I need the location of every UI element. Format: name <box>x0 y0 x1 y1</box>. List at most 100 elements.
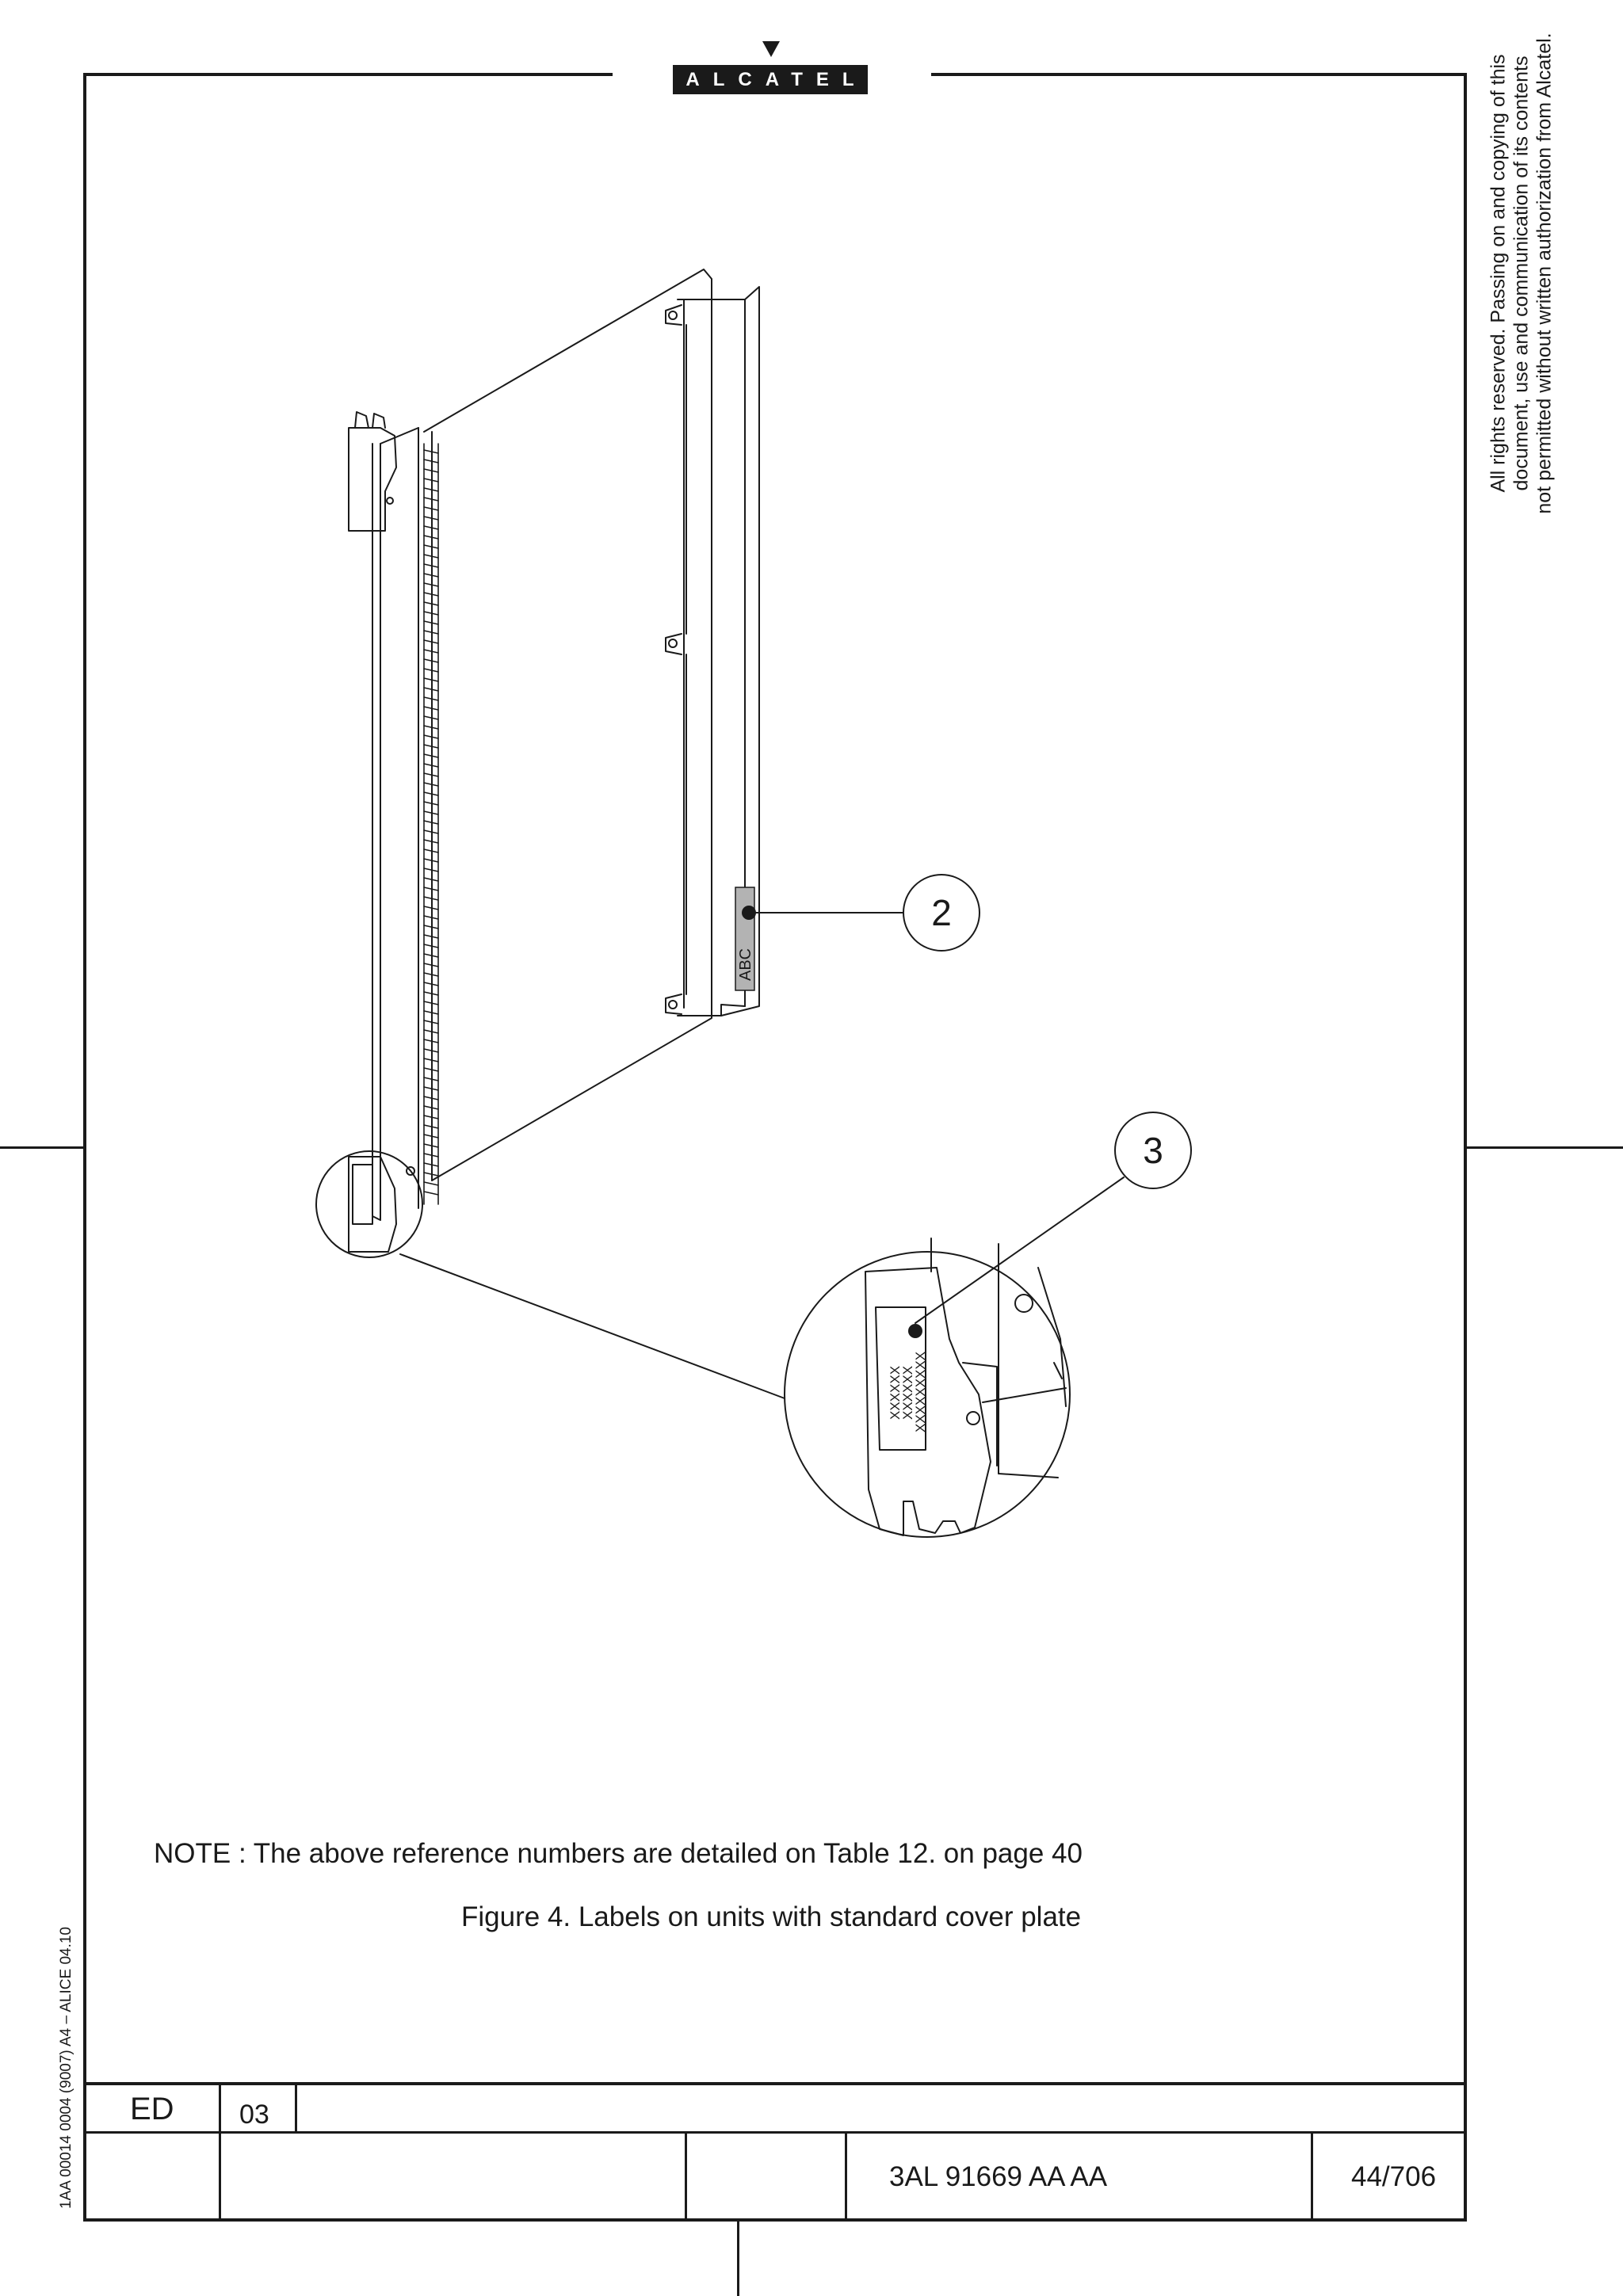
edition-value: 03 <box>239 2100 269 2130</box>
connector-rung <box>423 906 439 910</box>
connector-rung <box>423 782 439 787</box>
frame-left <box>83 73 86 2222</box>
zoom-source-circle <box>315 1150 423 1258</box>
footer-col-ed-value <box>295 2082 297 2131</box>
connector-rung <box>423 478 439 482</box>
fold-mark-right <box>1467 1146 1623 1149</box>
front-panel <box>372 443 381 1221</box>
connector-rung <box>423 582 439 587</box>
connector-rung <box>423 944 439 948</box>
connector-rung <box>423 630 439 635</box>
connector-rung <box>423 1105 439 1110</box>
detail-latch <box>865 1267 991 1536</box>
connector-rung <box>423 1039 439 1043</box>
connector-rung <box>423 601 439 606</box>
footer-col-3 <box>845 2131 847 2218</box>
footer-col-2 <box>685 2131 687 2218</box>
footer-col-4 <box>1311 2131 1313 2218</box>
connector-rung <box>423 1153 439 1158</box>
callout-2-circle <box>903 874 980 952</box>
top-latch <box>348 427 397 532</box>
serial-line-3: XXXXXXXXX <box>913 1352 928 1432</box>
callout-3-label: 3 <box>1143 1130 1163 1171</box>
connector-rung <box>423 830 439 834</box>
alcatel-logo: ALCATEL <box>673 65 868 94</box>
callout-2-label: 2 <box>931 892 952 933</box>
frame-top-left <box>83 73 613 76</box>
connector-rung <box>423 563 439 568</box>
connector-rung <box>423 592 439 597</box>
figure-caption: Figure 4. Labels on units with standard … <box>461 1901 1082 1932</box>
connector-rung <box>423 1067 439 1072</box>
edition-label: ED <box>130 2092 174 2126</box>
connector-rung <box>423 991 439 996</box>
connector-rung <box>423 858 439 863</box>
connector-rung <box>423 1162 439 1167</box>
connector-rung <box>423 1086 439 1091</box>
connector-rung <box>423 668 439 673</box>
connector-rung <box>423 963 439 967</box>
logo-mark-icon <box>762 41 780 57</box>
connector-rung <box>423 1134 439 1138</box>
connector-rung <box>423 1077 439 1081</box>
connector-rung <box>423 687 439 692</box>
connector-rung <box>423 649 439 654</box>
connector-rung <box>423 877 439 882</box>
frame-top-right <box>931 73 1467 76</box>
connector-rung <box>423 744 439 749</box>
connector-rung <box>423 506 439 511</box>
connector-rung <box>423 868 439 872</box>
footer-top-line <box>83 2082 1467 2085</box>
connector-rung <box>423 953 439 958</box>
footer-col-1 <box>219 2082 221 2218</box>
connector-rung <box>423 639 439 644</box>
connector-rung <box>423 1029 439 1034</box>
connector-rung <box>423 696 439 701</box>
label-dot-2 <box>742 906 756 920</box>
connector-rung <box>423 1048 439 1053</box>
serial-line-2: XXXXXX <box>900 1366 915 1420</box>
connector-rung <box>423 525 439 530</box>
connector-rung <box>423 706 439 711</box>
connector-rung <box>423 801 439 806</box>
connector-rung <box>423 1010 439 1015</box>
connector-rung <box>423 839 439 844</box>
connector-rung <box>423 772 439 777</box>
connector-rung <box>423 849 439 853</box>
connector-rung <box>423 725 439 730</box>
serial-line-1: XXXXXX <box>888 1366 903 1420</box>
board-outline <box>423 269 712 1181</box>
connector-rung <box>423 1115 439 1119</box>
connector-rung <box>423 753 439 758</box>
connector-rung <box>423 611 439 616</box>
fold-mark-bottom <box>737 2222 739 2296</box>
callout-3-leader <box>915 1177 1125 1324</box>
bottom-latch <box>348 1156 397 1253</box>
connector-rung <box>423 715 439 720</box>
document-number: 3AL 91669 AA AA <box>889 2161 1108 2192</box>
connector-rung <box>423 925 439 929</box>
page-number: 44/706 <box>1351 2161 1437 2192</box>
connector-rung <box>423 554 439 559</box>
connector-rung <box>423 1001 439 1005</box>
connector-rung <box>423 516 439 521</box>
connector-rung <box>423 1020 439 1024</box>
footer-mid-line <box>83 2131 1467 2134</box>
connector-rung <box>423 915 439 920</box>
frame-bottom <box>83 2218 1467 2222</box>
connector-strip <box>423 443 439 1205</box>
zoom-detail-circle <box>784 1251 1071 1538</box>
label-dot-3 <box>908 1324 922 1338</box>
connector-rung <box>423 887 439 891</box>
connector-rung <box>423 573 439 578</box>
connector-rung <box>423 677 439 682</box>
connector-rung <box>423 972 439 977</box>
connector-rung <box>423 1172 439 1177</box>
connector-rung <box>423 544 439 549</box>
connector-rung <box>423 459 439 463</box>
connector-rung <box>423 1143 439 1148</box>
frame-right <box>1464 73 1467 2222</box>
callout-3-circle <box>1114 1112 1192 1189</box>
cover-plate <box>677 286 760 1016</box>
